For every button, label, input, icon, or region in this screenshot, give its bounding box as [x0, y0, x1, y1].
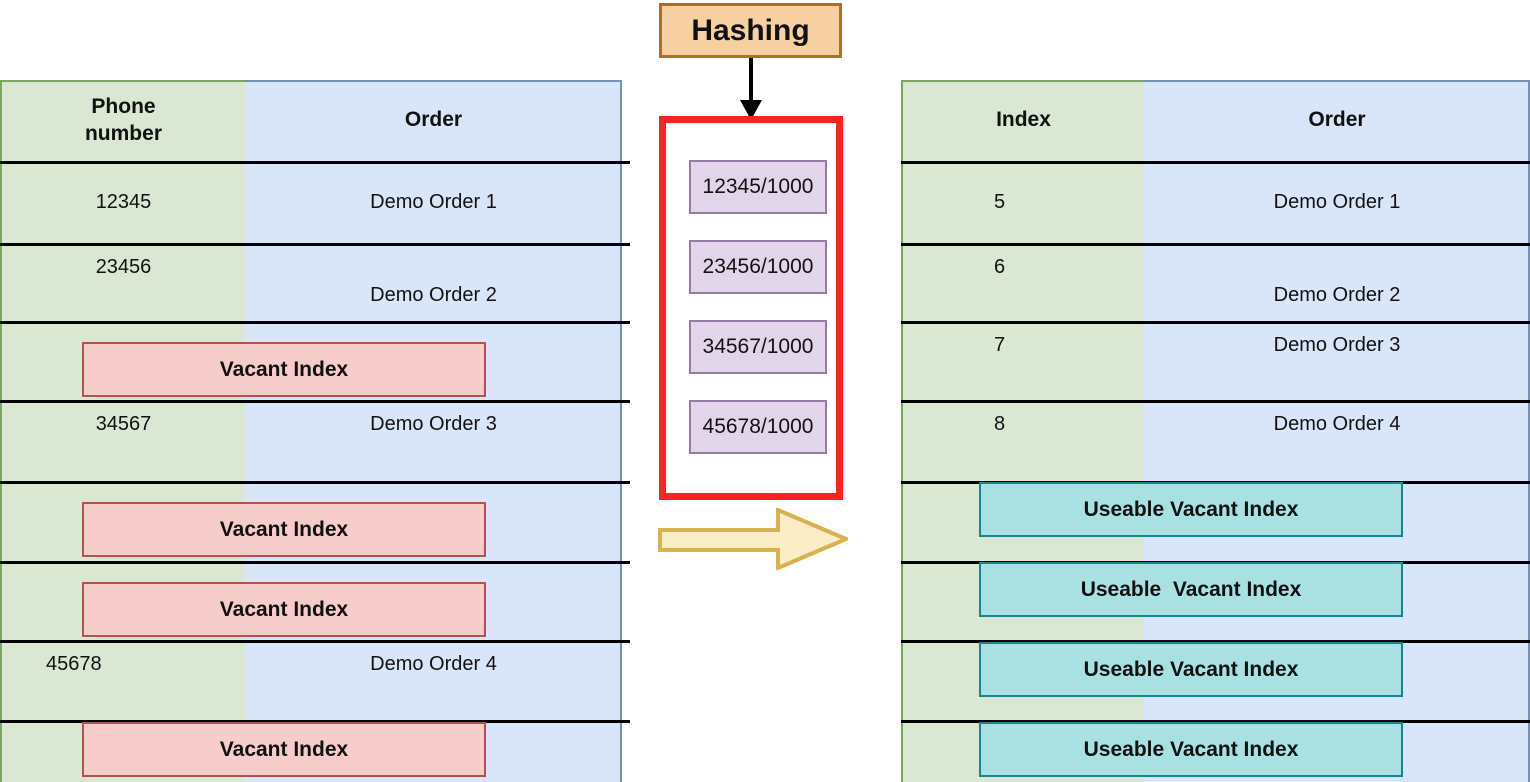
row-divider [901, 640, 1530, 643]
row-divider [0, 321, 630, 324]
arrow-right-icon [658, 508, 848, 570]
row-divider [901, 243, 1530, 246]
row-divider [0, 243, 630, 246]
useable-vacant-index-callout: Useable Vacant Index [979, 562, 1403, 617]
right-value-column-top-border [1144, 80, 1530, 82]
right-row-value: Demo Order 1 [1273, 190, 1401, 213]
row-divider [0, 481, 630, 484]
left-header-key: Phone number [84, 95, 162, 145]
row-divider [901, 400, 1530, 403]
left-value-column [245, 80, 622, 782]
useable-vacant-index-callout: Useable Vacant Index [979, 642, 1403, 697]
hash-expression: 45678/1000 [689, 400, 827, 454]
vacant-index-callout: Vacant Index [82, 582, 486, 637]
left-row-key: 34567 [95, 412, 152, 435]
arrow-down-icon [740, 58, 762, 120]
right-row-value: Demo Order 3 [1273, 333, 1401, 356]
left-row-value: Demo Order 3 [370, 412, 497, 435]
right-row-key: 8 [994, 412, 1006, 435]
row-divider [0, 400, 630, 403]
hash-expression: 34567/1000 [689, 320, 827, 374]
row-divider [0, 161, 630, 164]
row-divider [0, 561, 630, 564]
row-divider [901, 720, 1530, 723]
right-row-value: Demo Order 4 [1273, 412, 1401, 435]
left-row-value: Demo Order 2 [370, 284, 497, 306]
left-key-column [0, 80, 247, 782]
right-row-key: 6 [994, 255, 1006, 278]
right-header-key: Index [996, 108, 1051, 132]
row-divider [901, 161, 1530, 164]
hash-expression: 12345/1000 [689, 160, 827, 214]
row-divider [901, 321, 1530, 324]
right-row-key: 7 [994, 333, 1006, 356]
row-divider [0, 720, 630, 723]
right-row-key: 5 [994, 190, 1006, 213]
row-divider [0, 640, 630, 643]
vacant-index-callout: Vacant Index [82, 722, 486, 777]
left-row-key: 45678 [46, 652, 102, 675]
left-row-value: Demo Order 1 [370, 190, 497, 213]
hash-function-container: 12345/1000 23456/1000 34567/1000 45678/1… [659, 116, 843, 500]
hash-expression: 23456/1000 [689, 240, 827, 294]
left-row-key: 23456 [95, 255, 152, 278]
useable-vacant-index-callout: Useable Vacant Index [979, 722, 1403, 777]
left-header-value: Order [404, 108, 463, 132]
left-value-column-top-border [245, 80, 622, 82]
left-row-value: Demo Order 4 [370, 652, 497, 675]
useable-vacant-index-callout: Useable Vacant Index [979, 482, 1403, 537]
vacant-index-callout: Vacant Index [82, 342, 486, 397]
hashing-label: Hashing [691, 13, 810, 47]
right-row-value: Demo Order 2 [1273, 284, 1401, 306]
right-header-value: Order [1308, 108, 1366, 132]
index-table: Index Order 5 Demo Order 1 6 Demo Order … [901, 80, 1530, 782]
hashing-label-box: Hashing [659, 3, 842, 58]
phone-number-table: Phone number Order 12345 Demo Order 1 23… [0, 80, 630, 782]
vacant-index-callout: Vacant Index [82, 502, 486, 557]
left-row-key: 12345 [95, 190, 152, 213]
